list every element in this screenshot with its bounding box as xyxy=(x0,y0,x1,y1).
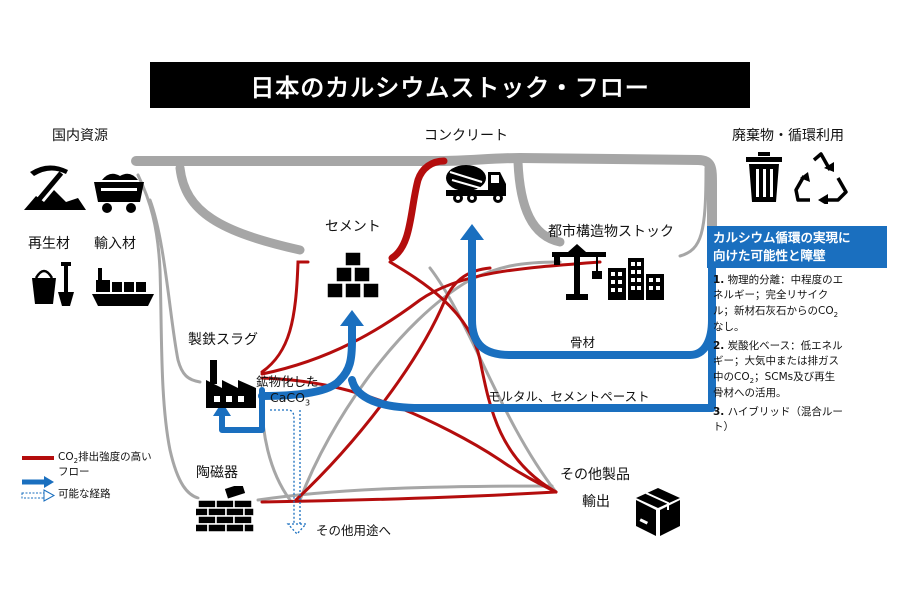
panel-item-carbonation: 2. 炭酸化ベース：低エネル ギー；大気中または排ガス 中のCO2；SCMs及び… xyxy=(713,340,843,399)
arrow-to-concrete xyxy=(460,224,484,240)
panel-body: 1. 物理的分離：中程度のエ ネルギー；完全リサイク ル；新材石灰石からのCO2… xyxy=(707,268,887,435)
label-other-products: その他製品 xyxy=(560,467,630,483)
mine-cart-icon xyxy=(94,173,144,213)
panel-item-physical: 1. 物理的分離：中程度のエ ネルギー；完全リサイク ル；新材石灰石からのCO2… xyxy=(713,274,844,333)
flow-slag-to-cement xyxy=(260,260,310,374)
flow-left-to-slag xyxy=(148,198,202,384)
gray-flows xyxy=(131,152,717,502)
factory-icon xyxy=(206,360,256,408)
label-ceramics: 陶磁器 xyxy=(196,465,238,481)
legend-red-label-2: フロー xyxy=(58,466,90,478)
flow-ceramics-to-products xyxy=(256,484,554,502)
crane-icon xyxy=(552,244,606,300)
legend-swatches xyxy=(21,456,56,502)
blue-flows xyxy=(213,224,716,433)
label-mortar-flow: モルタル、セメントペースト xyxy=(488,389,650,404)
flow-cement-to-concrete xyxy=(388,157,448,262)
panel-heading: カルシウム循環の実現に 向けた可能性と障壁 xyxy=(707,226,887,269)
cement-bags-icon xyxy=(326,251,380,299)
brick-wall-icon xyxy=(196,486,255,533)
flow-left-trunk xyxy=(136,173,200,500)
label-export: 輸出 xyxy=(582,494,610,510)
panel-heading-line2: 向けた可能性と障壁 xyxy=(713,248,826,264)
flow-domestic-to-cement xyxy=(175,163,305,255)
label-waste: 廃棄物・循環利用 xyxy=(732,128,844,144)
possible-flow xyxy=(270,409,308,535)
flow-concrete-to-stock xyxy=(513,157,565,247)
label-mineral-line2: CaCO3 xyxy=(270,390,311,408)
label-domestic: 国内資源 xyxy=(52,128,108,144)
label-aggregate-flow: 骨材 xyxy=(570,335,596,350)
flow-slag-down xyxy=(260,400,292,502)
mixer-truck-icon xyxy=(446,165,506,203)
flow-mortar xyxy=(258,264,716,412)
bucket-shovel-icon xyxy=(32,262,74,306)
arrow-to-cement xyxy=(340,310,364,326)
red-flows xyxy=(260,157,602,504)
cargo-ship-icon xyxy=(92,268,154,306)
label-recycled: 再生材 xyxy=(28,236,70,252)
buildings-icon xyxy=(608,258,664,300)
legend-possible-label: 可能な経路 xyxy=(58,488,111,500)
arrow-slag-loop xyxy=(213,402,231,416)
legend-red-label: CO2排出強度の高い xyxy=(58,451,152,466)
label-cement: セメント xyxy=(325,219,381,235)
pickaxe-icon xyxy=(24,165,86,210)
page-title: 日本のカルシウムストック・フロー xyxy=(150,62,750,108)
label-slag: 製鉄スラグ xyxy=(188,332,258,348)
label-other-use: その他用途へ xyxy=(316,523,392,538)
flow-cement-diagonal xyxy=(298,260,562,502)
label-imported: 輸入材 xyxy=(94,236,136,252)
label-mineral-line1: 鉱物化した xyxy=(256,374,319,389)
flow-stock-to-waste xyxy=(678,166,708,258)
label-urban-stock: 都市構造物ストック xyxy=(548,224,674,240)
flow-products-red xyxy=(260,490,558,504)
label-concrete: コンクリート xyxy=(424,128,508,144)
flow-mid-to-products xyxy=(428,266,558,494)
recycle-icon xyxy=(794,152,848,204)
trash-can-icon xyxy=(746,152,782,202)
flow-slag-to-stock xyxy=(260,260,602,376)
box-icon xyxy=(636,488,680,536)
flow-cement-to-products xyxy=(388,260,558,494)
flow-slag-loop xyxy=(219,387,265,433)
panel-item-hybrid: 3. ハイブリッド（混合ルー ト） xyxy=(713,406,843,434)
panel-heading-line1: カルシウム循環の実現に xyxy=(713,230,851,245)
flow-ceramics-red xyxy=(294,266,492,502)
circulation-panel: カルシウム循環の実現に 向けた可能性と障壁 1. 物理的分離：中程度のエ ネルギ… xyxy=(707,226,887,439)
